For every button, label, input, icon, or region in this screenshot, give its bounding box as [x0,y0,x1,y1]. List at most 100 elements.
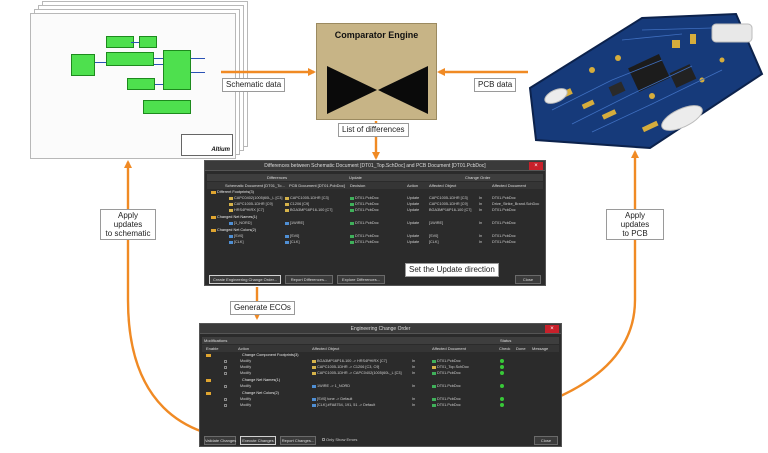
enable-checkbox[interactable] [224,371,227,375]
differences-dialog: Differences between Schematic Document [… [204,160,546,286]
cell-in: In [479,221,483,225]
cell-decision[interactable]: DT01.PcbDoc [355,221,379,225]
schematic-block [163,50,191,90]
col-message[interactable]: Message [532,346,549,351]
schematic-block [127,78,155,90]
cell-pcb: [1WIRE] [290,221,305,225]
col-action[interactable]: Action [407,183,419,188]
folder-icon [211,228,216,232]
eco-sections: Modifications Status [202,337,559,344]
close-icon[interactable]: × [529,162,543,170]
cell-in: In [479,202,483,206]
only-show-errors-option[interactable]: Only Show Errors [322,437,357,442]
cell-decision[interactable]: DT01.PcbDoc [355,208,379,212]
enable-checkbox[interactable] [224,397,227,401]
col-group-change-order: Change Order [465,175,491,180]
cell-schematic: [1_NORD] [234,221,252,225]
check-ok-icon [500,365,504,369]
pcb-doc-icon [432,403,436,407]
col-schematic-document[interactable]: Schematic Document [DT01_To... [225,183,285,188]
cell-affected-document: DT01.PcbDoc [492,208,516,212]
group-name: Change Net Names(1) [242,378,280,382]
label-generate-ecos: Generate ECOs [230,301,295,315]
cell-affected-object: [CLK] [429,240,439,244]
close-button[interactable]: Close [534,436,558,445]
table-row[interactable]: [CLK] [CLK] DT01.PcbDoc Update [CLK] In … [207,240,543,246]
cell-affected-document: DT01.PcbDoc [437,371,461,375]
schematic-wire [155,84,163,85]
differences-column-headers: Schematic Document [DT01_To... PCB Docum… [207,182,543,189]
eco-group[interactable]: Change Component Footprints(3) [202,353,559,359]
check-ok-icon [500,359,504,363]
cell-decision[interactable]: DT01.PcbDoc [355,234,379,238]
col-check[interactable]: Check [499,346,511,351]
col-done[interactable]: Done [516,346,526,351]
col-action[interactable]: Action [238,346,250,351]
col-decision[interactable]: Decision [350,183,366,188]
net-icon [312,403,316,407]
net-icon [312,397,316,401]
table-row[interactable]: Modify BGA3MP16P16-100 -> HRS4PHIRX [C7]… [202,359,559,365]
execute-changes-button[interactable]: Execute Changes [240,436,276,445]
table-row[interactable]: [SV0] [SV0] DT01.PcbDoc Update [SV0] In … [207,234,543,240]
col-affected-document[interactable]: Affected Document [492,183,526,188]
table-row[interactable]: [1_NORD] [1WIRE] DT01.PcbDoc Update [1WI… [207,221,543,227]
cell-schematic: [SV0] [234,234,244,238]
enable-checkbox[interactable] [224,365,227,369]
cell-affected-document: DT01.PcbDoc [492,221,516,225]
cell-action: Modify [240,365,252,369]
label-list-of-differences: List of differences [338,123,409,137]
folder-icon [206,391,211,395]
component-icon [229,196,233,200]
table-row[interactable]: CAPC0402(1005)60L_L [C3] CAPC1005-1DHR [… [207,196,543,202]
col-affected-object[interactable]: Affected Object [312,346,340,351]
table-row[interactable]: HRS4PHIRX [C7] BGA3MP16P16-100 [C7] DT01… [207,208,543,214]
eco-dialog: Engineering Change Order × Modifications… [199,323,562,447]
report-changes-button[interactable]: Report Changes... [280,436,316,445]
enable-checkbox[interactable] [224,384,227,388]
col-affected-object[interactable]: Affected Object [429,183,457,188]
eco-group[interactable]: Change Net Colors(2) [202,391,559,397]
schematic-wire [191,58,205,59]
cell-action: Update [407,234,420,238]
cell-decision[interactable]: DT01.PcbDoc [355,240,379,244]
section-status: Status [500,338,512,343]
differences-group[interactable]: Changed Net Colors(2) [207,228,543,234]
cell-decision[interactable]: DT01.PcbDoc [355,202,379,206]
enable-checkbox[interactable] [224,359,227,363]
report-differences-button[interactable]: Report Differences... [285,275,333,284]
check-ok-icon [500,371,504,375]
cell-decision[interactable]: DT01.PcbDoc [355,196,379,200]
close-button[interactable]: Close [515,275,541,284]
differences-group[interactable]: Different Footprints(3) [207,190,543,196]
table-row[interactable]: CAPC1005-1DHR [C9] C1206 [C9] DT01.PcbDo… [207,202,543,208]
check-ok-icon [500,384,504,388]
create-eco-button[interactable]: Create Engineering Change Order... [209,275,281,284]
label-apply-to-schematic: Apply updates to schematic [100,209,156,240]
pcb-doc-icon [432,397,436,401]
pcb-doc-icon [350,202,354,206]
cell-affected-object: [SV0] [429,234,439,238]
col-enable[interactable]: Enable [206,346,219,351]
enable-checkbox[interactable] [224,403,227,407]
explore-differences-button[interactable]: Explore Differences... [337,275,385,284]
table-row[interactable]: Modify 1WIRE -> 1_NORD In DT01.PcbDoc [202,384,559,390]
cell-affected-object: CAPC1005-1DHR -> CAPC0402(1005)60L_L [C3… [317,371,402,375]
folder-icon [211,215,216,219]
table-row[interactable]: Modify [CLK] #FA8754, 191, 51 -> Default… [202,403,559,409]
col-pcb-document[interactable]: PCB Document [DT01.PcbDoc] [289,183,345,188]
label-apply-to-pcb: Apply updates to PCB [606,209,664,240]
differences-group[interactable]: Changed Net Names(1) [207,215,543,221]
close-icon[interactable]: × [545,325,559,333]
eco-group[interactable]: Change Net Names(1) [202,378,559,384]
table-row[interactable]: Modify CAPC1005-1DHR -> C1206 [C3, C9] I… [202,365,559,371]
cell-action: Update [407,221,420,225]
only-show-errors-label: Only Show Errors [326,437,358,442]
cell-affected-object: CAPC1005-1DHR [C9] [429,202,468,206]
only-show-errors-checkbox[interactable] [322,438,325,442]
col-affected-document[interactable]: Affected Document [432,346,466,351]
table-row[interactable]: Modify CAPC1005-1DHR -> CAPC0402(1005)60… [202,371,559,377]
table-row[interactable]: Modify [SV0] tone -> Default In DT01.Pcb… [202,397,559,403]
cell-affected-document: DT01.PcbDoc [437,384,461,388]
validate-changes-button[interactable]: Validate Changes [204,436,237,445]
